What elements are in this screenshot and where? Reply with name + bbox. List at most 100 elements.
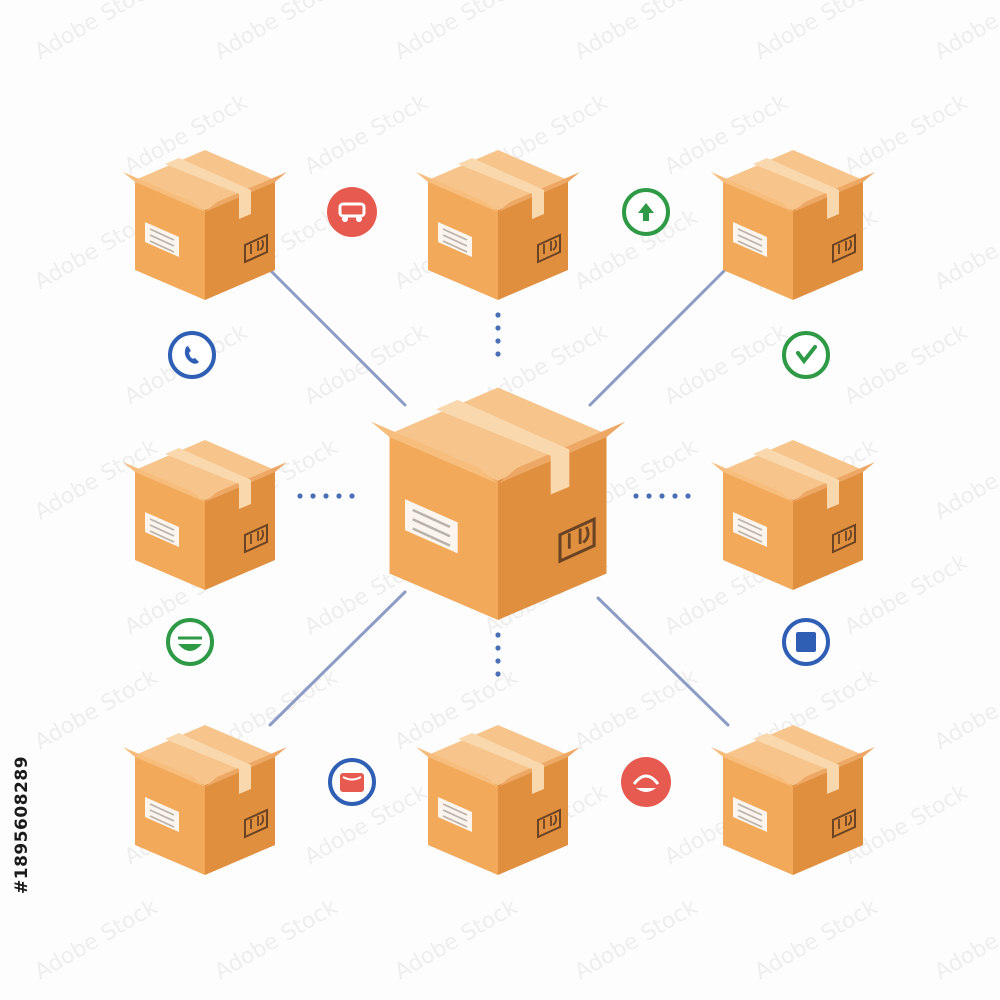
box-label-line: [737, 234, 763, 247]
square-stop-icon: [782, 618, 830, 666]
connector-dot: [495, 658, 501, 664]
connector-dot: [495, 671, 501, 677]
watermark-text: Adobe Stock: [841, 90, 973, 181]
connector-dot: [495, 338, 501, 344]
box-label-line: [149, 228, 175, 241]
watermark-text: Adobe Stock: [751, 0, 883, 65]
box-tape: [436, 399, 570, 495]
package-icon: [328, 758, 376, 806]
connector-dot: [336, 493, 342, 499]
watermark-text: Adobe Stock: [931, 895, 1000, 986]
watermark-text: Adobe Stock: [931, 435, 1000, 526]
glyph: [184, 346, 199, 364]
box-label-line: [737, 530, 763, 543]
glyph: [342, 776, 362, 781]
box-label-line: [737, 809, 763, 822]
box-label-line: [149, 803, 175, 816]
connector-dot: [297, 493, 303, 499]
watermark-text: Adobe Stock: [211, 895, 343, 986]
glyph: [356, 216, 362, 222]
box-tape: [165, 448, 251, 509]
connector-dot: [495, 632, 501, 638]
glyph: [178, 644, 202, 651]
watermark-text: Adobe Stock: [301, 90, 433, 181]
watermark-text: Adobe Stock: [571, 895, 703, 986]
handling-mark: [832, 233, 856, 264]
watermark-text: Adobe Stock: [571, 0, 703, 65]
glyph: [638, 203, 654, 221]
box-tape: [165, 158, 251, 219]
upload-arrow-icon: [622, 188, 670, 236]
watermark-text: Adobe Stock: [391, 0, 523, 65]
box-middle-left: [123, 440, 287, 590]
box-tape: [753, 448, 839, 509]
box-tape: [458, 158, 544, 219]
watermark-text: Adobe Stock: [661, 320, 793, 411]
glyph: [338, 202, 366, 218]
glyph: [340, 773, 364, 792]
box-label-line: [442, 234, 468, 247]
watermark-text: Adobe Stock: [31, 0, 163, 65]
box-label-line: [149, 524, 175, 537]
connector-dot: [672, 493, 678, 499]
box-label-line: [149, 240, 175, 253]
box-label-line: [442, 815, 468, 828]
connector-line: [588, 268, 727, 407]
box-top-right: [711, 150, 875, 300]
handling-mark: [250, 529, 265, 544]
connector-dot: [659, 493, 665, 499]
truck-icon: [327, 187, 377, 237]
box-center-hub: [370, 387, 626, 620]
box-label-line: [149, 815, 175, 828]
glyph: [636, 788, 656, 792]
connector-dot: [495, 312, 501, 318]
box-tape: [165, 733, 251, 794]
box-flap: [711, 462, 793, 502]
connector-dot: [349, 493, 355, 499]
connector-dot: [495, 645, 501, 651]
box-label-line: [737, 803, 763, 816]
box-flap: [123, 747, 205, 787]
handling-mark: [838, 529, 853, 544]
watermark-text: Adobe Stock: [31, 895, 163, 986]
handling-mark: [838, 814, 853, 829]
box-label-line: [442, 803, 468, 816]
box-bottom-right: [711, 725, 875, 875]
box-label-line: [149, 530, 175, 543]
box-label-line: [412, 518, 451, 538]
handling-mark: [244, 808, 268, 839]
icon-circle: [621, 757, 671, 807]
watermark-text: Adobe Stock: [31, 665, 163, 756]
glyph: [796, 345, 817, 365]
box-side-face: [205, 470, 275, 590]
box-side-face: [498, 434, 607, 620]
box-bottom-center: [416, 725, 580, 875]
box-label-line: [412, 508, 451, 529]
icon-circle: [782, 331, 830, 379]
handling-mark: [537, 808, 561, 839]
handling-mark: [838, 239, 853, 254]
handling-mark: [244, 233, 268, 264]
box-bottom-left: [123, 725, 287, 875]
phone-icon: [168, 331, 216, 379]
watermark-text: Adobe Stock: [931, 0, 1000, 65]
box-label-line: [149, 234, 175, 247]
box-side-face: [793, 470, 863, 590]
box-label-line: [442, 809, 468, 822]
box-middle-right: [711, 440, 875, 590]
box-label-line: [149, 518, 175, 531]
box-label-line: [737, 240, 763, 253]
connector-dot: [646, 493, 652, 499]
connector-dot: [633, 493, 639, 499]
handling-mark: [543, 239, 558, 254]
box-side-face: [498, 180, 568, 300]
glyph: [632, 774, 660, 785]
handling-mark: [537, 233, 561, 264]
box-label-line: [737, 228, 763, 241]
connectors: [268, 268, 730, 727]
box-side-face: [205, 755, 275, 875]
watermark-text: Adobe Stock: [931, 665, 1000, 756]
connector-line: [596, 596, 730, 727]
box-label-line: [149, 809, 175, 822]
